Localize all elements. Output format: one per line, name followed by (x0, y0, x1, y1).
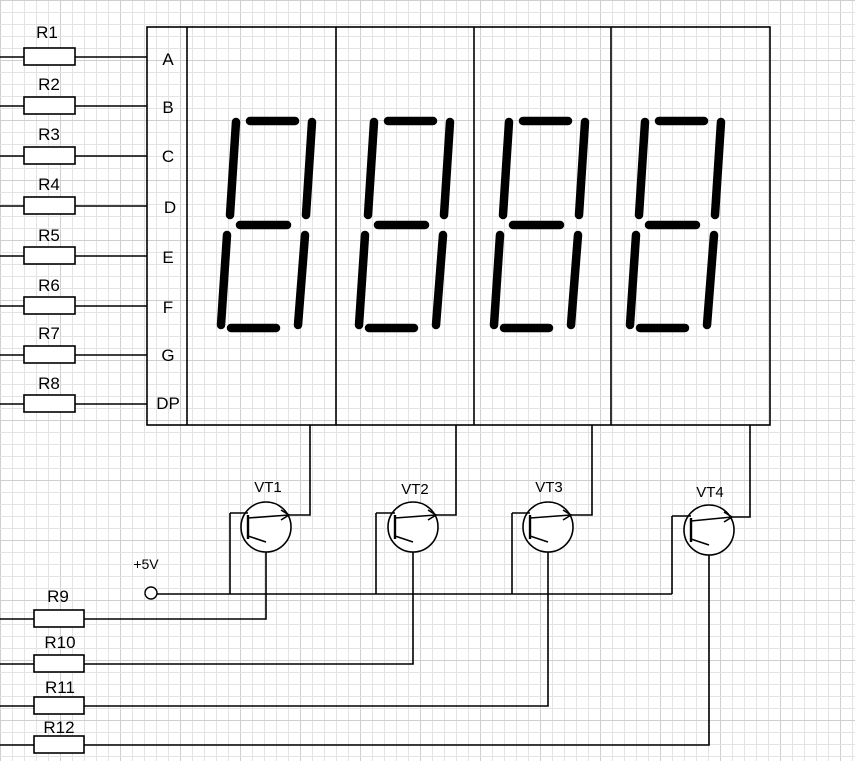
digit-3-segment-b (574, 117, 590, 220)
digit-2-segment-f (363, 117, 379, 220)
resistor-label-r2: R2 (38, 75, 60, 94)
transistor-vt4: VT4 (671, 484, 735, 594)
pin-label-b: B (162, 98, 173, 117)
digit-2-segment-e (354, 230, 370, 330)
resistor-r12: R12 (0, 555, 710, 754)
resistor-r8: R8 (0, 374, 147, 413)
pin-label-dp: DP (156, 394, 180, 413)
digit-4 (625, 116, 726, 333)
resistor-r5: R5 (0, 226, 147, 265)
resistor-r7: R7 (0, 324, 147, 364)
digit-3-segment-e (489, 230, 505, 330)
resistor-label-r11: R11 (45, 678, 75, 697)
digit-1-segment-e (216, 230, 232, 330)
display-pin-labels: A B C D E F G DP (156, 50, 180, 413)
digit-2-segment-b (439, 117, 455, 220)
resistor-r6: R6 (0, 276, 147, 315)
resistor-label-r12: R12 (43, 718, 74, 737)
transistor-vt1: VT1 (229, 479, 292, 594)
resistor-label-r5: R5 (38, 226, 60, 245)
resistor-label-r3: R3 (38, 125, 60, 144)
transistor-label-vt4: VT4 (696, 484, 724, 501)
digit-3-segment-f (498, 117, 514, 220)
resistor-label-r10: R10 (44, 633, 75, 652)
digit-2 (354, 116, 455, 333)
seven-segment-display-module (146, 26, 771, 426)
segment-resistors: R1 R2 R3 R4 R5 R6 R7 (0, 23, 147, 413)
resistor-label-r4: R4 (38, 175, 60, 194)
power-terminal (144, 586, 158, 600)
pin-label-g: G (161, 346, 174, 365)
base-resistors: R9 R10 R11 R12 (0, 552, 710, 754)
digit-4-segment-c (702, 230, 719, 330)
digit-1-segment-b (301, 117, 317, 220)
resistor-r1: R1 (0, 23, 147, 66)
resistor-r4: R4 (0, 175, 147, 215)
pin-label-f: F (163, 298, 173, 317)
digit-3 (489, 116, 590, 333)
pin-label-a: A (162, 50, 174, 69)
resistor-label-r1: R1 (36, 23, 58, 42)
resistor-label-r8: R8 (38, 374, 60, 393)
digit-1-segment-f (225, 117, 241, 220)
transistor-label-vt2: VT2 (401, 481, 429, 498)
digit-4-segment-e (625, 230, 641, 330)
transistor-label-vt3: VT3 (535, 479, 563, 496)
resistor-r9: R9 (0, 552, 267, 628)
pin-label-c: C (162, 147, 174, 166)
power-supply: +5V (133, 556, 672, 600)
resistor-r3: R3 (0, 125, 147, 165)
resistor-r2: R2 (0, 75, 147, 115)
pin-label-d: D (164, 198, 176, 217)
resistor-label-r7: R7 (38, 324, 60, 343)
power-label: +5V (133, 556, 159, 572)
transistor-vt2: VT2 (375, 481, 439, 594)
pin-label-e: E (162, 248, 173, 267)
resistor-label-r6: R6 (38, 276, 60, 295)
digit-1-segment-c (293, 230, 310, 330)
digit-1 (216, 116, 317, 333)
digit-4-segment-f (634, 117, 650, 220)
digit-3-segment-c (566, 230, 583, 330)
resistor-r10: R10 (0, 552, 414, 673)
digit-4-segment-b (710, 117, 726, 220)
display-outline (146, 26, 771, 426)
resistor-r11: R11 (0, 552, 549, 715)
digit-2-segment-c (431, 230, 448, 330)
transistor-label-vt1: VT1 (254, 479, 282, 496)
digit-drive-wires (289, 425, 751, 518)
seven-segment-digits (216, 116, 726, 333)
resistor-label-r9: R9 (47, 587, 69, 606)
